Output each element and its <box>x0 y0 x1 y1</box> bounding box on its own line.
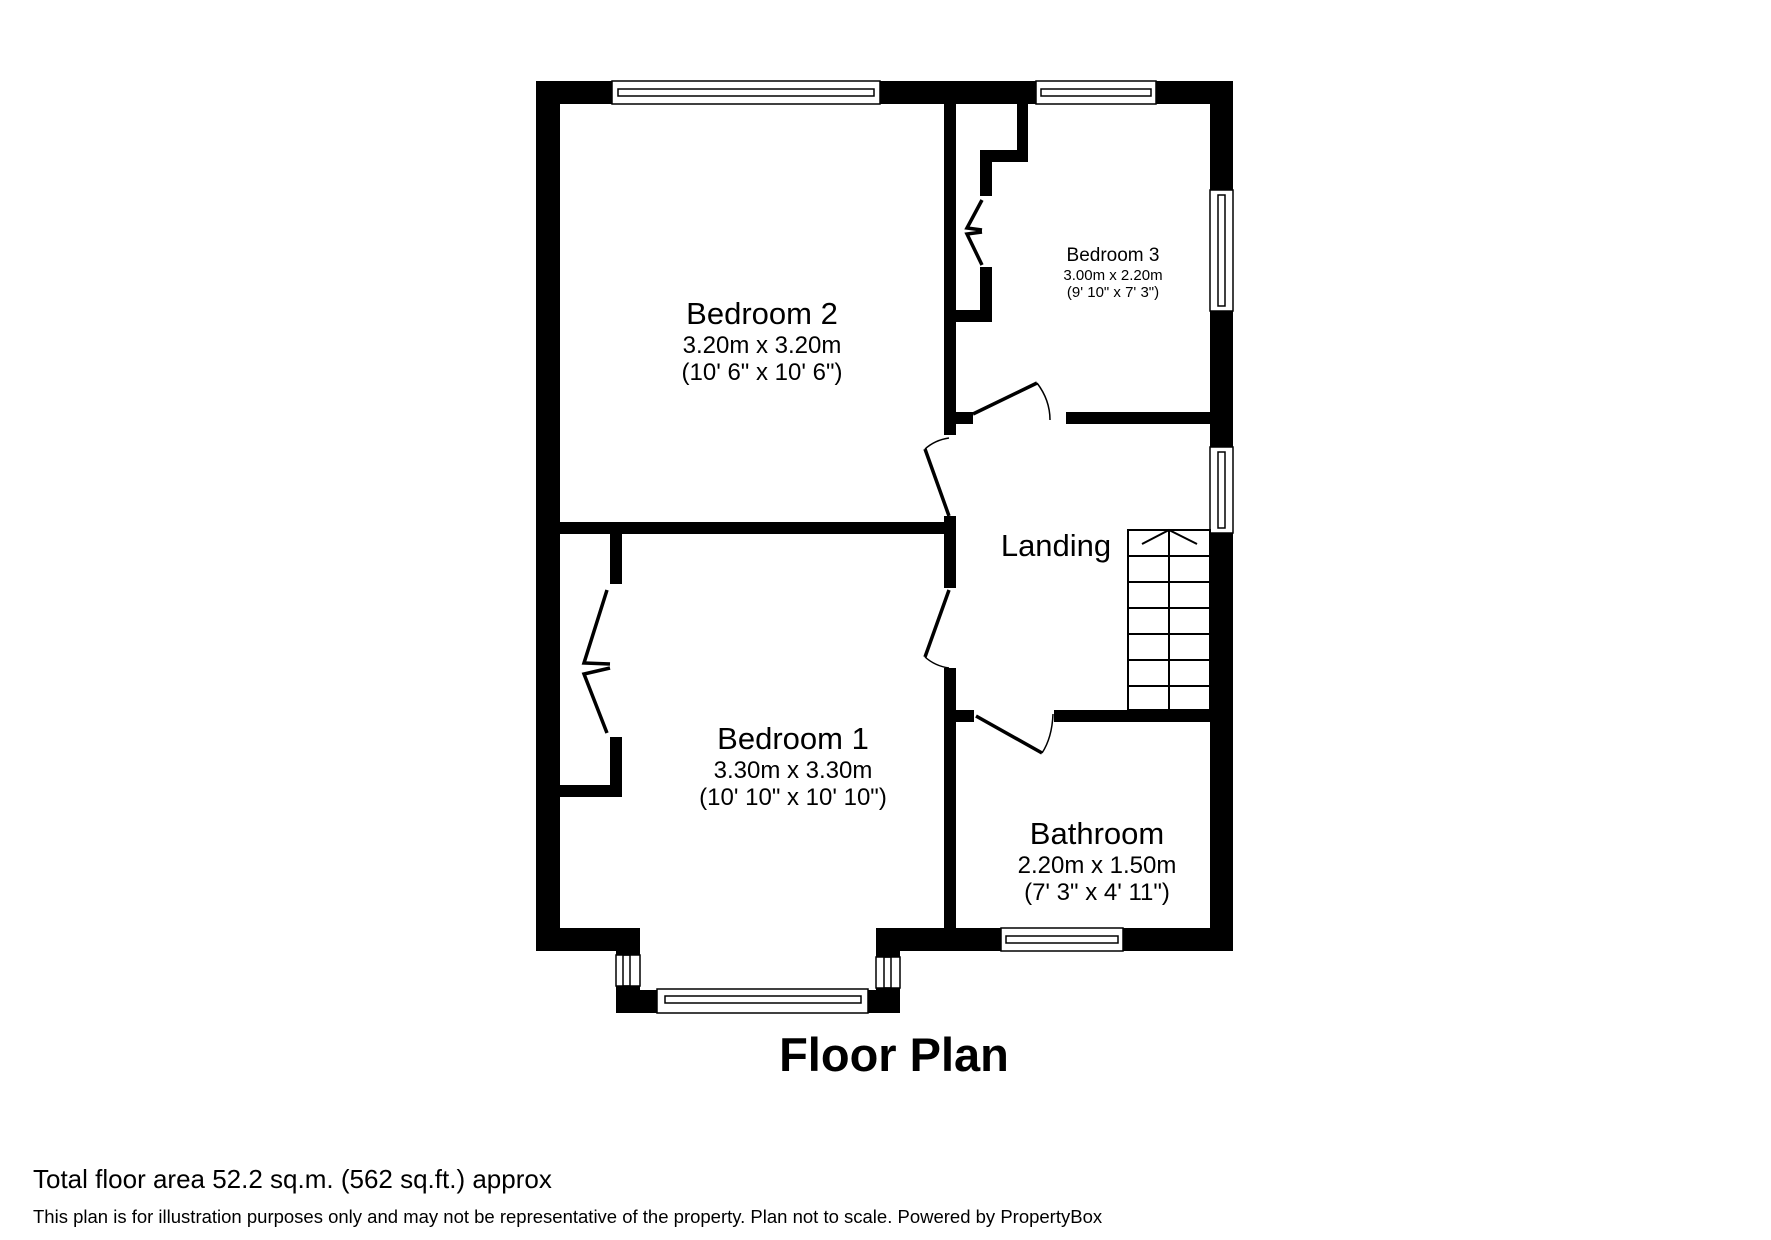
total-floor-area: Total floor area 52.2 sq.m. (562 sq.ft.)… <box>33 1164 552 1194</box>
internal-walls <box>560 104 1210 928</box>
windows <box>611 80 1234 1014</box>
room-name: Bedroom 2 <box>686 296 838 331</box>
room-metric: 2.20m x 1.50m <box>1017 851 1177 879</box>
room-metric: 3.00m x 2.20m <box>1063 266 1163 284</box>
room-imperial: (10' 10" x 10' 10") <box>699 784 887 812</box>
disclaimer: This plan is for illustration purposes o… <box>33 1206 1103 1227</box>
room-label-bedroom-1: Bedroom 1 3.30m x 3.30m (10' 10" x 10' 1… <box>699 721 887 812</box>
room-label-bedroom-3: Bedroom 3 3.00m x 2.20m (9' 10" x 7' 3") <box>1063 245 1162 301</box>
room-name: Bedroom 1 <box>717 721 869 756</box>
plan-title: Floor Plan <box>779 1028 1009 1081</box>
room-metric: 3.20m x 3.20m <box>682 331 842 359</box>
room-label-bathroom: Bathroom 2.20m x 1.50m (7' 3" x 4' 11") <box>1018 816 1177 907</box>
room-imperial: (9' 10" x 7' 3") <box>1066 284 1160 302</box>
doors <box>581 199 1054 755</box>
room-name: Bathroom <box>1029 816 1165 851</box>
room-name: Bedroom 3 <box>1066 245 1160 266</box>
room-label-bedroom-2: Bedroom 2 3.20m x 3.20m (10' 6" x 10' 6"… <box>682 296 843 387</box>
room-metric: 3.30m x 3.30m <box>713 756 873 784</box>
room-name: Landing <box>1000 528 1112 563</box>
staircase <box>1127 528 1211 711</box>
room-label-landing: Landing <box>1001 528 1111 564</box>
room-imperial: (10' 6" x 10' 6") <box>681 359 843 387</box>
room-imperial: (7' 3" x 4' 11") <box>1024 879 1170 907</box>
